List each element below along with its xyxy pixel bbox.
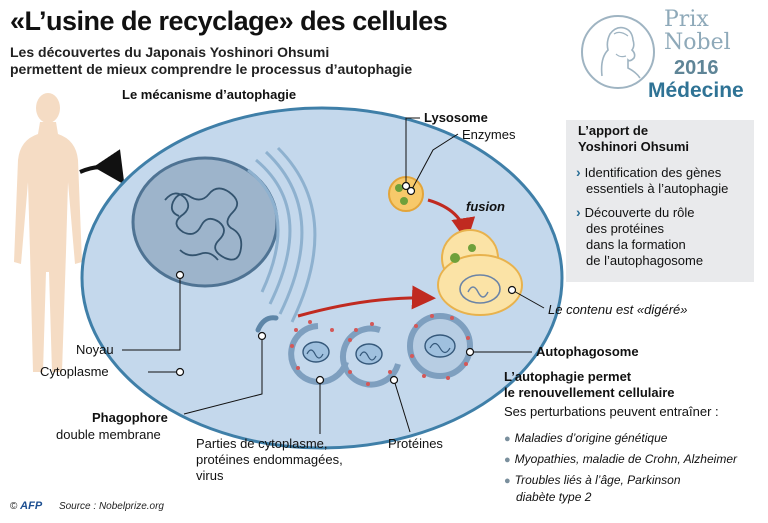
nobel-medal-icon — [581, 15, 655, 89]
panel-item-2-line-1: Découverte du rôle — [584, 205, 695, 220]
subtitle-line-1: Les découvertes du Japonais Yoshinori Oh… — [10, 44, 330, 60]
copyright-mark: © — [10, 501, 18, 512]
renewal-item-3-line-2: diabète type 2 — [516, 490, 592, 504]
renewal-title-line-2: le renouvellement cellulaire — [504, 385, 675, 400]
panel-title-line-1: L’apport de — [578, 123, 649, 138]
renewal-item-1-text: Maladies d’origine génétique — [514, 431, 668, 445]
renewal-item-1: ●Maladies d’origine génétique — [504, 430, 667, 447]
panel-item-2: ›Découverte du rôle des protéines dans l… — [576, 204, 703, 269]
page-subtitle: Les découvertes du Japonais Yoshinori Oh… — [10, 44, 470, 78]
bullet-icon: ● — [504, 433, 511, 445]
nucleus — [131, 156, 279, 288]
renewal-item-3: ●Troubles liés à l’âge, Parkinson diabèt… — [504, 472, 681, 505]
renewal-item-2-text: Myopathies, maladie de Crohn, Alzheimer — [514, 452, 737, 466]
parts-line-3: virus — [196, 468, 224, 483]
chevron-right-icon: › — [576, 164, 581, 180]
panel-item-1-line-2: essentiels à l’autophagie — [586, 181, 729, 196]
page-title: «L’usine de recyclage» des cellules — [10, 6, 448, 36]
panel-item-2-line-3: dans la formation — [586, 237, 686, 252]
section-title: Le mécanisme d’autophagie — [122, 87, 297, 102]
autophagosome — [407, 313, 473, 379]
footer: © AFP Source : Nobelprize.org — [10, 500, 164, 512]
digestion-arrow — [297, 285, 436, 318]
forming-vesicle-1 — [288, 323, 349, 385]
fusion-label: fusion — [466, 199, 505, 214]
enzymes-label: Enzymes — [462, 127, 516, 142]
leader-lines — [122, 117, 545, 434]
noyau-label: Noyau — [76, 342, 114, 357]
renewal-item-2: ●Myopathies, maladie de Crohn, Alzheimer — [504, 451, 737, 468]
panel-item-1-line-1: Identification des gènes — [584, 165, 722, 180]
parts-line-1: Parties de cytoplasme, — [196, 436, 328, 451]
body-to-cell-arrow — [79, 149, 125, 185]
proteines-label: Protéines — [388, 436, 443, 451]
leader-dots — [175, 181, 517, 385]
renewal-intro: Ses perturbations peuvent entraîner : — [504, 404, 719, 419]
afp-logo: AFP — [20, 500, 43, 512]
panel-title-line-2: Yoshinori Ohsumi — [578, 139, 689, 154]
forming-vesicle-2 — [340, 325, 401, 388]
nobel-nobel-text: Nobel — [664, 30, 731, 55]
source-text: Source : Nobelprize.org — [58, 501, 164, 512]
cytoplasme-label: Cytoplasme — [40, 364, 109, 379]
chevron-right-icon: › — [576, 204, 581, 220]
bullet-icon: ● — [504, 454, 511, 466]
renewal-title-line-1: L’autophagie permet — [504, 369, 632, 384]
parts-line-2: protéines endommagées, — [196, 452, 343, 467]
renewal-item-3-line-1: Troubles liés à l’âge, Parkinson — [514, 473, 681, 487]
phagophore-sub-label: double membrane — [56, 427, 161, 442]
nobel-field: Médecine — [648, 79, 744, 102]
panel-item-2-line-2: des protéines — [586, 221, 665, 236]
nobel-prix-text: Prix — [664, 7, 709, 32]
nobel-year: 2016 — [674, 57, 719, 79]
panel-item-1: ›Identification des gènes essentiels à l… — [576, 164, 728, 197]
bullet-icon: ● — [504, 475, 511, 487]
phagophore — [255, 315, 279, 333]
reticulum — [247, 146, 317, 323]
panel-title: L’apport de Yoshinori Ohsumi — [578, 123, 689, 155]
phagophore-label: Phagophore — [92, 410, 168, 425]
panel-item-2-line-4: de l’autophagosome — [586, 253, 704, 268]
human-body-icon — [14, 93, 82, 372]
autophagosome-label: Autophagosome — [536, 344, 639, 359]
autolysosome — [437, 229, 523, 316]
subtitle-line-2: permettent de mieux comprendre le proces… — [10, 61, 413, 77]
lysosome-label: Lysosome — [424, 110, 488, 125]
renewal-title: L’autophagie permet le renouvellement ce… — [504, 369, 675, 401]
parts-label: Parties de cytoplasme, protéines endomma… — [196, 436, 343, 484]
digested-label: Le contenu est «digéré» — [548, 302, 688, 317]
ohsumi-panel — [566, 120, 754, 282]
